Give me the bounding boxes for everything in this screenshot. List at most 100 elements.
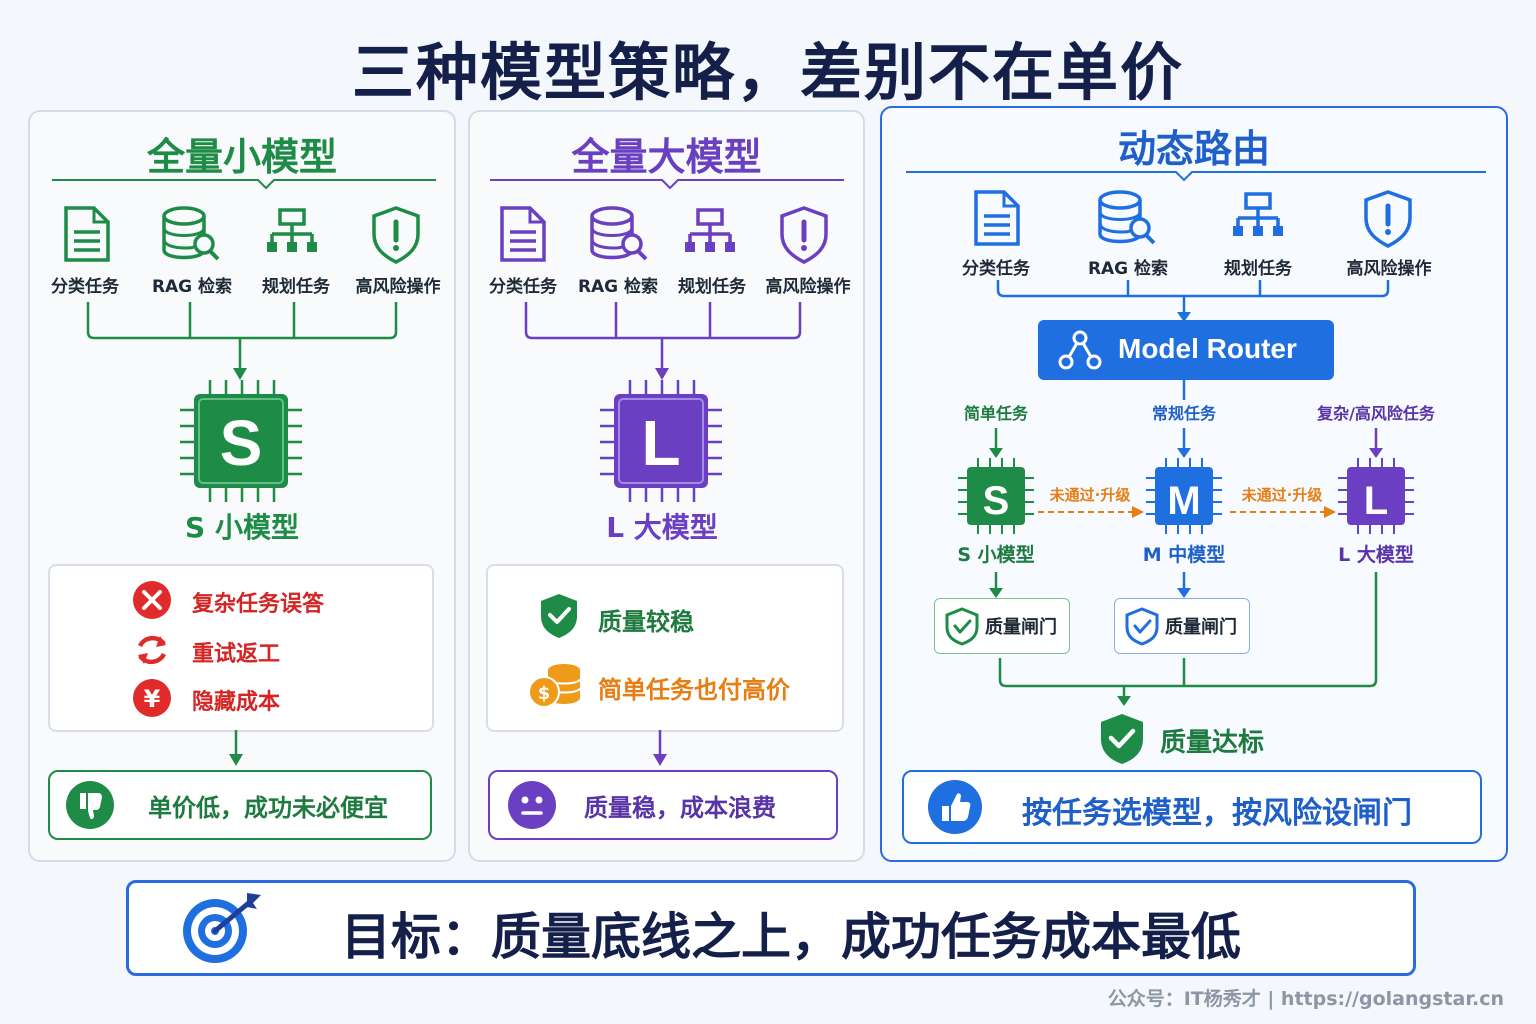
shield-alert-icon [1364,190,1412,248]
database-search-icon [1098,190,1156,245]
chip-label: L 大模型 [606,511,718,544]
issue-text: 隐藏成本 [192,690,281,715]
goal-text: 目标：质量底线之上，成功任务成本最低 [341,908,1241,966]
chip-label: S 小模型 [957,544,1035,566]
merge-connector [86,302,398,380]
upgrade-label: 未通过·升级 [1241,486,1323,504]
panel-heading: 全量小模型 [146,135,337,179]
small-model-chip-icon: S [180,380,302,502]
document-icon [974,190,1020,246]
verdict-text: 按任务选模型，按风险设闸门 [1022,796,1412,831]
shield-check-icon [945,607,979,646]
result-text: 质量达标 [1160,728,1265,758]
point-text: 质量较稳 [598,608,694,636]
issue-text: 复杂任务误答 [192,592,325,617]
shield-check-icon [1101,714,1143,764]
task-label: 规划任务 [262,277,330,297]
merge-connector [524,302,802,380]
large-model-chip-icon: L [1338,458,1414,534]
shield-alert-icon [780,206,828,264]
verdict-box: 质量稳，成本浪费 [488,770,838,840]
verdict-text: 质量稳，成本浪费 [584,794,776,822]
route-label-simple: 简单任务 [963,404,1028,423]
coin-stack-icon: $ [528,664,581,708]
heading-divider [906,171,1486,182]
quality-gate-medium: 质量闸门 [1114,598,1250,654]
gate-label: 质量闸门 [1165,617,1237,638]
quality-gate-small: 质量闸门 [934,598,1070,654]
network-nodes-icon [1058,330,1102,370]
large-model-chip-icon: L [600,380,722,502]
heading-divider [52,179,436,190]
task-label: 分类任务 [962,259,1030,279]
route-connectors [989,380,1383,458]
shield-alert-icon [372,206,420,264]
task-label: RAG 检索 [151,277,233,297]
neutral-face-icon [508,781,556,829]
panel-small-model: 全量小模型 分类任务 RAG 检索 规划任务 高风险操作 [28,110,456,862]
task-label: 高风险操作 [765,277,851,297]
route-label-complex: 复杂/高风险任务 [1317,404,1435,423]
task-label: RAG 检索 [1087,259,1169,279]
thumbs-up-icon [928,780,982,834]
upgrade-label: 未通过·升级 [1049,486,1131,504]
yen-coin-icon: ¥ [133,679,171,717]
merge-connector [996,280,1390,322]
down-arrow [229,730,243,766]
footer-credit: 公众号：IT杨秀才 | https://golangstar.cn [1107,988,1504,1010]
panel-dynamic-routing: 动态路由 分类任务 RAG 检索 规划任务 高风险操作 [880,106,1508,862]
medium-model-chip-icon: M [1146,458,1222,534]
shield-check-icon [541,594,577,638]
chip-label: L 大模型 [1338,544,1414,566]
model-router-button[interactable]: Model Router [1038,320,1334,380]
router-label: Model Router [1118,333,1297,364]
hierarchy-icon [685,208,735,252]
chip-letter: S [983,479,1010,523]
document-icon [500,206,546,262]
verdict-text: 单价低，成功未必便宜 [148,794,388,822]
chip-letter: M [1167,479,1200,523]
database-search-icon [590,206,648,261]
issue-text: 重试返工 [192,642,281,667]
chip-letter: L [641,407,680,479]
chip-label: M 中模型 [1142,544,1226,566]
upgrade-arrow [1038,506,1144,518]
gate-connectors [989,572,1378,706]
route-label-regular: 常规任务 [1151,404,1216,423]
hierarchy-icon [267,208,317,252]
panel-heading: 动态路由 [1117,127,1270,171]
retry-icon [137,635,167,665]
task-label: 高风险操作 [1346,259,1432,279]
shield-check-icon [1125,607,1159,646]
svg-text:¥: ¥ [144,685,161,713]
document-icon [64,206,110,262]
thumbs-down-icon [66,781,114,829]
task-label: 规划任务 [1224,259,1292,279]
error-icon [133,581,171,619]
task-label: 分类任务 [51,277,119,297]
points-box: 质量较稳 $ 简单任务也付高价 [486,564,844,732]
heading-divider [490,179,844,190]
hierarchy-icon [1233,192,1283,236]
gate-label: 质量闸门 [985,617,1057,638]
down-arrow [653,730,667,766]
upgrade-arrow [1230,506,1336,518]
panel-heading: 全量大模型 [571,135,762,179]
small-model-chip-icon: S [958,458,1034,534]
target-icon [183,893,261,963]
verdict-box: 按任务选模型，按风险设闸门 [902,770,1482,844]
chip-letter: L [1364,479,1388,523]
point-text: 简单任务也付高价 [598,676,790,704]
task-label: RAG 检索 [577,277,659,297]
task-label: 分类任务 [489,277,557,297]
issues-box: 复杂任务误答 重试返工 ¥ 隐藏成本 [48,564,434,732]
task-label: 规划任务 [678,277,746,297]
page-title: 三种模型策略，差别不在单价 [351,36,1184,109]
task-label: 高风险操作 [355,277,441,297]
verdict-box: 单价低，成功未必便宜 [48,770,432,840]
goal-banner: 目标：质量底线之上，成功任务成本最低 [126,880,1416,976]
database-search-icon [162,206,220,261]
panel-large-model: 全量大模型 分类任务 RAG 检索 规划任务 高风险操作 [468,110,865,862]
chip-label: S 小模型 [185,511,299,544]
svg-text:$: $ [538,683,551,704]
